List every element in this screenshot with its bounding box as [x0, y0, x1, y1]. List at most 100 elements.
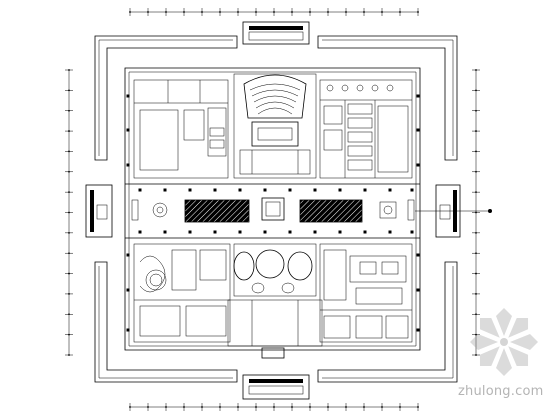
column — [138, 188, 142, 192]
dimension-node — [309, 406, 311, 408]
column — [416, 253, 420, 257]
dimension-node — [475, 109, 477, 112]
dimension-node — [291, 406, 293, 408]
dimension-node — [68, 333, 70, 336]
dimension-node — [327, 11, 329, 13]
logo-petal — [479, 346, 500, 367]
column — [313, 230, 317, 234]
dimension-node — [68, 69, 70, 71]
column — [313, 188, 317, 192]
dimension-node — [327, 406, 329, 408]
column — [126, 163, 130, 167]
column — [213, 188, 217, 192]
dimension-node — [475, 231, 477, 234]
dimension-node — [165, 11, 167, 13]
column — [288, 188, 292, 192]
dimension-node — [475, 272, 477, 275]
column — [416, 128, 420, 132]
column — [126, 94, 130, 98]
dimension-node — [237, 11, 239, 13]
dimension-node — [183, 406, 185, 408]
dimension-node — [68, 89, 70, 92]
dimension-node — [129, 406, 131, 408]
dimension-node — [68, 293, 70, 295]
dimension-node — [475, 211, 477, 214]
column — [410, 230, 414, 234]
hatched-lobby-right — [299, 199, 363, 223]
logo-petal — [508, 346, 529, 367]
column — [126, 288, 130, 292]
column — [238, 230, 242, 234]
dimension-node — [165, 406, 167, 408]
dimension-node — [147, 11, 149, 13]
logo-petal — [496, 348, 512, 376]
dimension-node — [475, 170, 477, 173]
dimension-node — [399, 11, 401, 13]
dimension-line-top — [129, 8, 419, 16]
outer-frame-wings — [94, 35, 458, 383]
column — [163, 188, 167, 192]
upper-right-rooms — [319, 79, 413, 179]
dimension-node — [201, 11, 203, 13]
dimension-node — [475, 150, 477, 153]
dimension-node — [68, 150, 70, 153]
main-building — [124, 67, 421, 351]
dimension-node — [219, 406, 221, 408]
dimension-node — [183, 11, 185, 13]
dimension-node — [381, 11, 383, 13]
column — [188, 230, 192, 234]
dimension-node — [219, 11, 221, 13]
entrance-blocks — [85, 21, 492, 400]
dimension-node — [201, 406, 203, 408]
column — [238, 188, 242, 192]
watermark-logo — [470, 308, 538, 376]
dimension-node — [475, 252, 477, 255]
hatched-lobby-left — [184, 199, 250, 223]
column — [213, 230, 217, 234]
dimension-node — [381, 406, 383, 408]
dimension-node — [417, 406, 419, 408]
column — [416, 288, 420, 292]
lower-left-rooms — [133, 243, 231, 343]
column — [126, 253, 130, 257]
column — [338, 188, 342, 192]
dimension-node — [475, 130, 477, 132]
dimension-node — [475, 69, 477, 71]
column — [388, 188, 392, 192]
dimension-node — [475, 333, 477, 336]
column — [416, 328, 420, 332]
logo-petal — [508, 317, 529, 338]
lower-right-rooms — [319, 243, 413, 343]
lower-center-lounge — [227, 243, 323, 359]
watermark-text: zhulong.com — [458, 384, 544, 399]
column — [138, 230, 142, 234]
column — [338, 230, 342, 234]
logo-petal — [496, 308, 512, 336]
central-corridor — [131, 197, 415, 223]
dimension-node — [363, 406, 365, 408]
column — [263, 188, 267, 192]
column — [416, 163, 420, 167]
dimension-node — [68, 313, 70, 316]
column — [363, 230, 367, 234]
column — [363, 188, 367, 192]
dimension-node — [129, 11, 131, 13]
dimension-node — [475, 354, 477, 356]
column — [263, 230, 267, 234]
dimension-node — [475, 313, 477, 316]
logo-petal — [470, 334, 498, 350]
dimension-line-left — [65, 69, 73, 356]
dimension-node — [363, 11, 365, 13]
column — [388, 230, 392, 234]
column — [188, 188, 192, 192]
dimension-node — [68, 354, 70, 356]
column — [416, 94, 420, 98]
dimension-node — [273, 11, 275, 13]
upper-left-rooms — [133, 79, 229, 179]
dimension-node — [68, 109, 70, 112]
dimension-node — [68, 130, 70, 132]
dimension-line-right — [472, 69, 480, 356]
auditorium — [233, 73, 317, 179]
column — [163, 230, 167, 234]
